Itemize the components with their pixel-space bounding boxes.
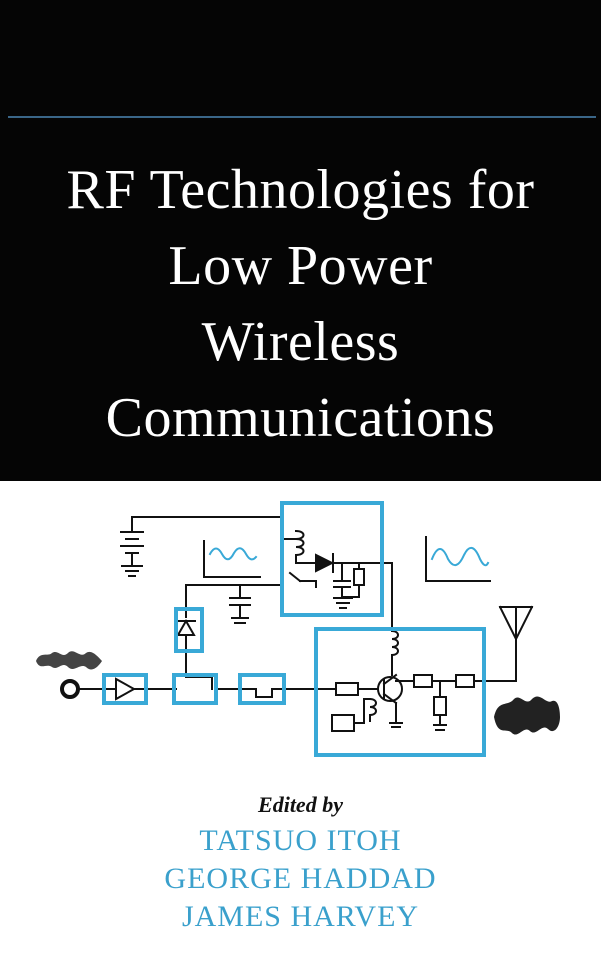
amplifier-frame [102,673,148,705]
diode-icon [315,553,335,573]
title-line: Wireless [201,311,400,373]
editor-name: GEORGE HADDAD [164,862,437,895]
inductor-icon [294,529,305,557]
amplifier-icon [109,677,145,701]
resistor-icon [335,682,359,696]
capacitor-icon [229,597,251,624]
title-line: RF Technologies for [66,159,535,221]
editor-name: JAMES HARVEY [181,900,420,933]
book-title: RF Technologies for Low Power Wireless C… [0,152,601,456]
title-line: Communications [105,387,496,449]
circuit-diagram [36,501,560,757]
signal-blob-icon [494,696,560,735]
diode-icon [176,618,196,636]
diode-frame [174,607,204,653]
edited-by-label: Edited by [258,792,343,817]
waveform-icon [425,536,491,582]
inductor-icon [390,629,399,657]
signal-blob-icon [36,651,102,670]
waveform-icon [203,540,261,578]
battery-icon [120,516,144,577]
editor-name: TATSUO ITOH [199,824,402,857]
antenna-icon [498,605,534,682]
title-band [0,0,601,481]
title-line: Low Power [168,235,433,297]
detector-frame [280,501,384,617]
title-rule [8,116,596,118]
power-amp-frame [314,627,486,757]
coupler-frame [172,673,218,705]
transistor-icon [377,673,403,705]
filter-frame [238,673,286,705]
